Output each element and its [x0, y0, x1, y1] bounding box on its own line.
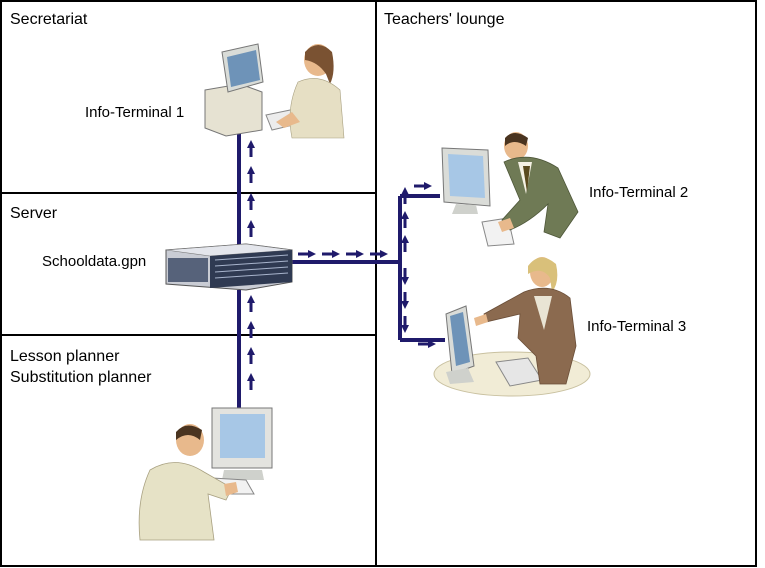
- secretary-person-icon: [276, 44, 345, 139]
- teacher-woman-person-icon: [474, 257, 577, 385]
- room-label-secretariat: Secretariat: [10, 11, 88, 28]
- teacher-man-person-icon: [498, 132, 579, 239]
- connection-lines: [237, 125, 445, 410]
- room-label-server: Server: [10, 205, 58, 222]
- terminal2-monitor-icon: [441, 147, 515, 247]
- room-label-teachers-lounge: Teachers' lounge: [384, 11, 505, 28]
- planner-monitor-icon: [211, 407, 273, 495]
- terminal3-monitor-icon: [445, 305, 543, 387]
- server-rack-icon: [165, 243, 293, 291]
- arrows-to-terminal2: [401, 182, 432, 252]
- terminal3-label: Info-Terminal 3: [587, 318, 687, 335]
- terminal1-label: Info-Terminal 1: [85, 104, 185, 121]
- room-label-substitution-planner: Substitution planner: [10, 369, 152, 386]
- server-label: Schooldata.gpn: [42, 253, 147, 270]
- room-label-lesson-planner: Lesson planner: [10, 348, 120, 365]
- planner-person-icon: [138, 424, 238, 541]
- terminal2-label: Info-Terminal 2: [589, 184, 689, 201]
- arrows-to-terminal3: [401, 268, 436, 348]
